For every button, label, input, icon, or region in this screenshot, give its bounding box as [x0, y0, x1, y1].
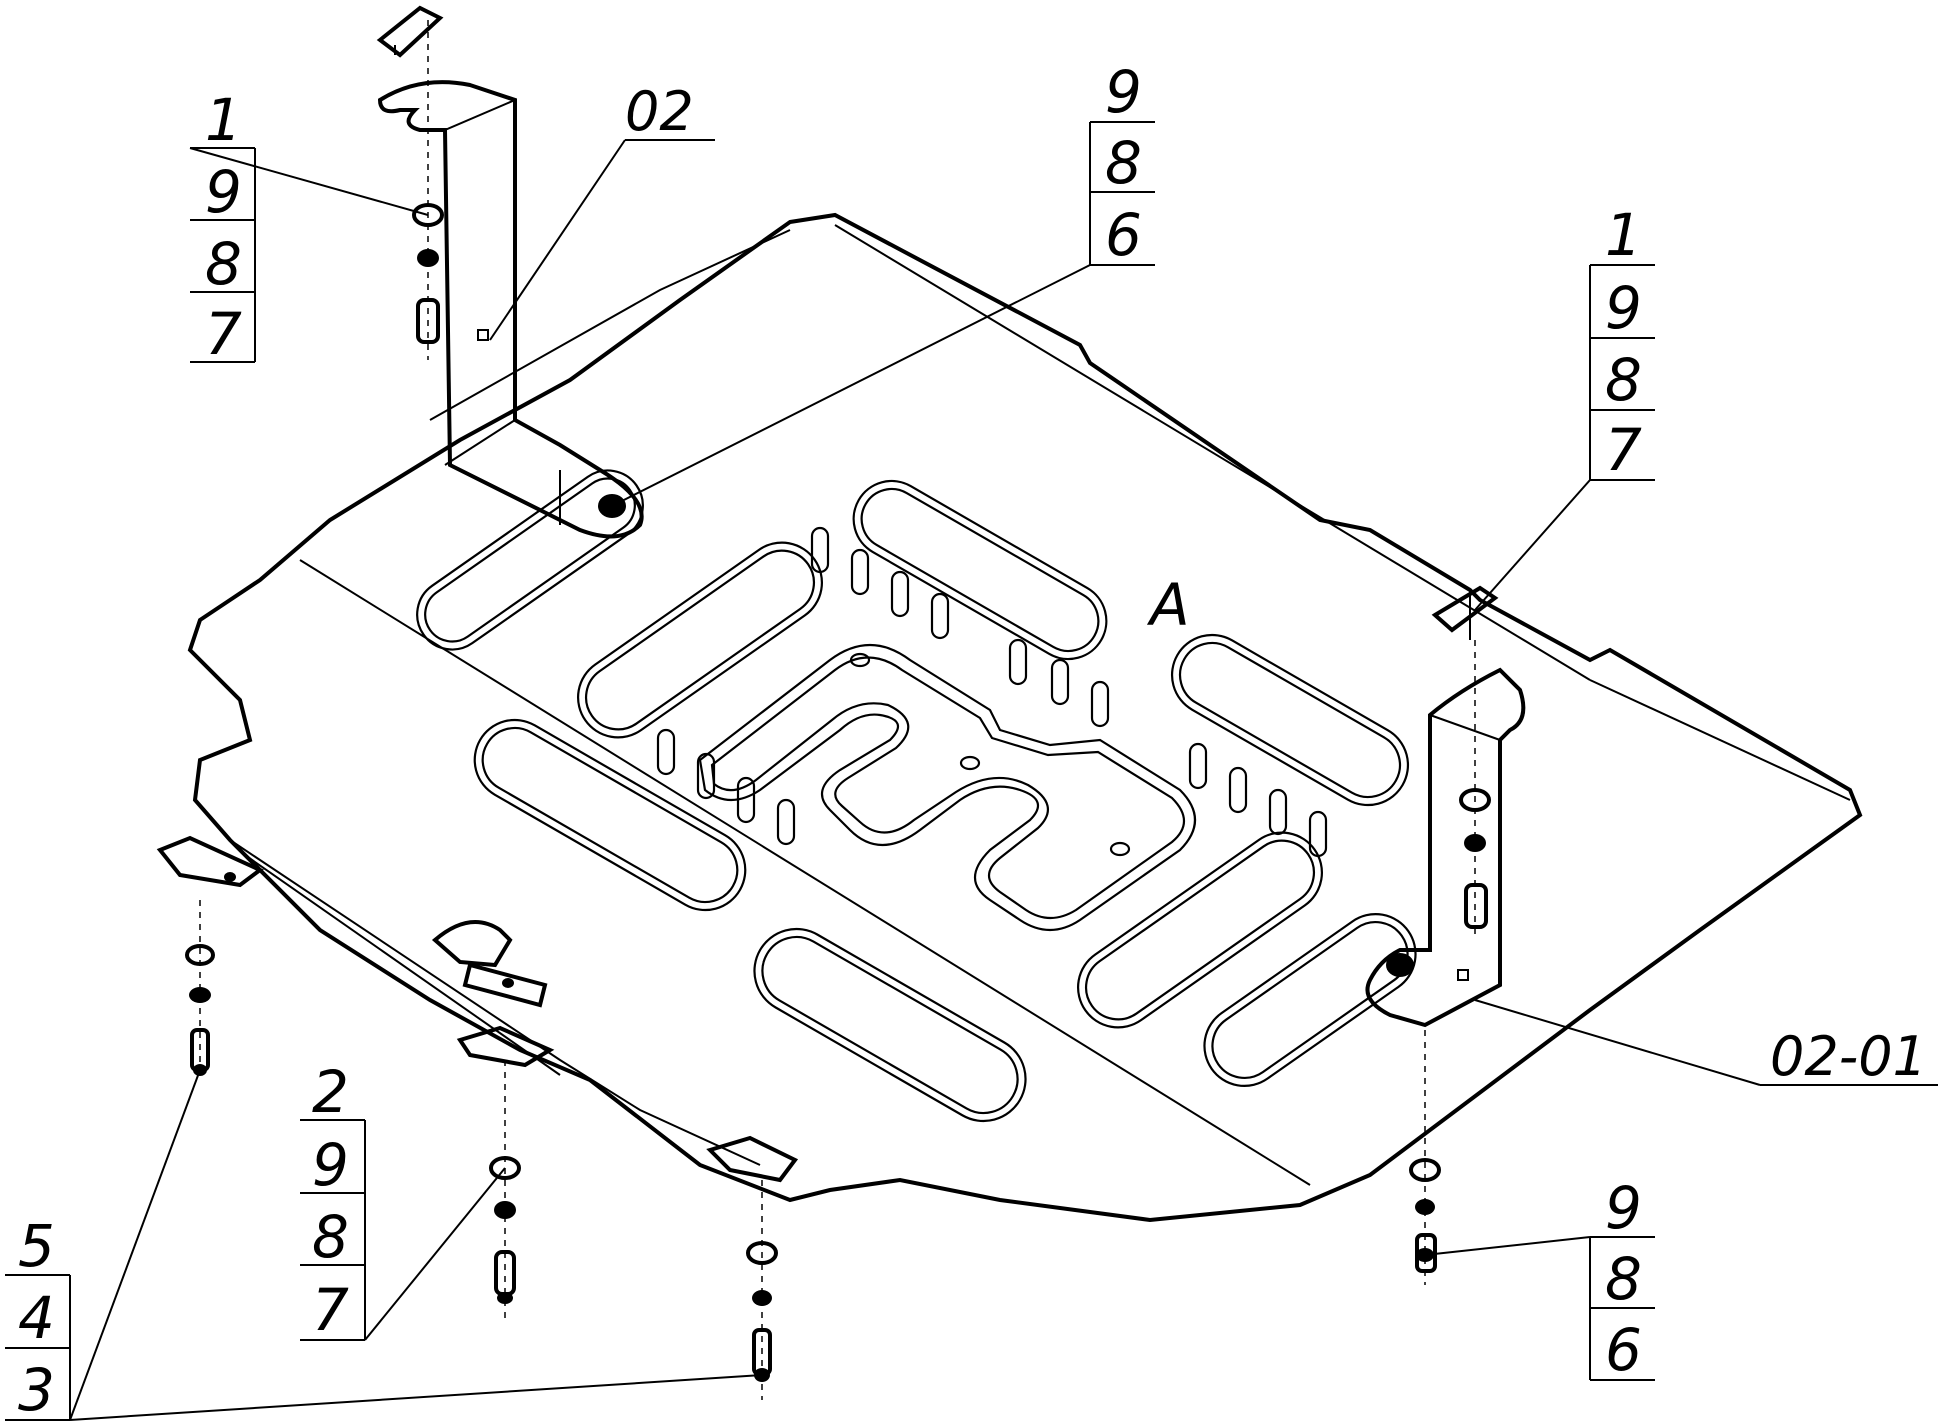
- callout-top-center-1: 8: [1105, 129, 1142, 197]
- bracket-left: [376, 5, 644, 539]
- callout-bottom-center-2: 8: [312, 1203, 349, 1271]
- fastener-stack-center: [489, 1060, 521, 1320]
- ref-bracket-left: 02: [625, 80, 694, 143]
- callout-bottom-center-0: 2: [312, 1058, 349, 1126]
- callout-bottom-center-1: 9: [312, 1131, 349, 1199]
- callout-right: 1 9 8 7: [1589, 201, 1655, 484]
- ref-bracket-right: 02-01: [1770, 1025, 1927, 1088]
- callout-right-1: 9: [1605, 274, 1642, 342]
- callout-bottom-center-3: 7: [312, 1276, 349, 1344]
- callout-right-3: 7: [1605, 416, 1642, 484]
- callout-top-center: 9 8 6: [1089, 58, 1155, 269]
- callout-bottom-right: 9 8 6: [1589, 1174, 1655, 1384]
- callout-bottom-left: 5 4 3: [5, 1212, 71, 1424]
- plate-ribs: A: [416, 469, 1417, 1123]
- callout-top-left: 1 9 8 7: [190, 86, 256, 368]
- vent-slots: [656, 526, 1328, 858]
- callout-bottom-left-1: 4: [18, 1284, 55, 1352]
- callout-top-center-0: 9: [1105, 58, 1142, 126]
- fastener-stack-bottom: [746, 1180, 778, 1400]
- callout-right-0: 1: [1605, 201, 1642, 269]
- callout-bottom-right-2: 6: [1605, 1316, 1642, 1384]
- plate-mark: A: [1146, 571, 1190, 639]
- callout-top-left-2: 8: [205, 230, 242, 298]
- leader-lines: [69, 139, 1938, 1421]
- skid-plate: [187, 212, 1863, 1223]
- callout-bottom-left-2: 3: [18, 1356, 55, 1424]
- fastener-stack-right: [1409, 1030, 1441, 1285]
- callout-bottom-right-1: 8: [1605, 1245, 1642, 1313]
- callout-bottom-left-0: 5: [18, 1212, 55, 1280]
- mounting-tabs: [156, 835, 799, 1183]
- callout-right-2: 8: [1605, 346, 1642, 414]
- callout-bottom-right-0: 9: [1605, 1174, 1642, 1242]
- fastener-stack-left: [185, 900, 215, 1076]
- callout-bottom-center: 2 9 8 7: [300, 1058, 366, 1344]
- callout-top-left-1: 9: [205, 158, 242, 226]
- callout-top-left-0: 1: [205, 86, 242, 154]
- bracket-right: [1365, 585, 1526, 1028]
- callout-top-left-3: 7: [205, 300, 242, 368]
- callout-top-center-2: 6: [1105, 201, 1142, 269]
